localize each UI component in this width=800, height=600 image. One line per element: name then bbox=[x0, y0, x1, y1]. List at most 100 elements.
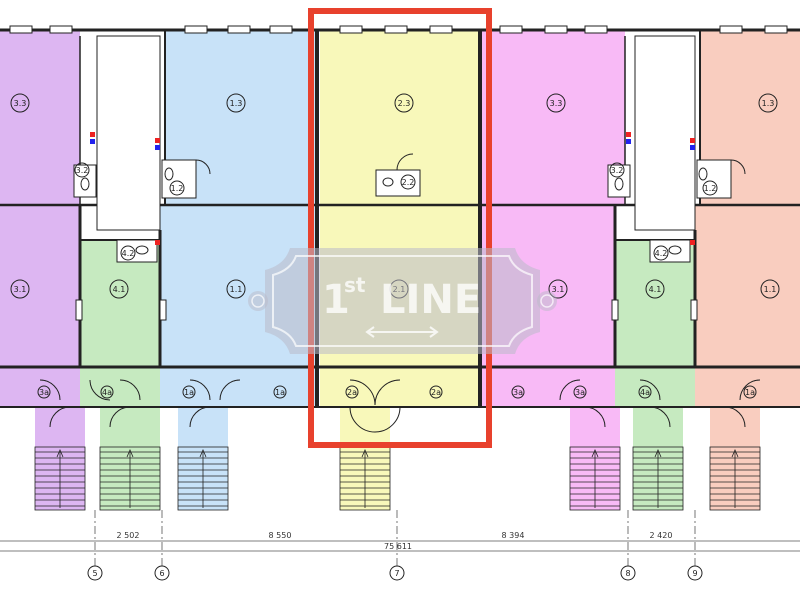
stair-arrowhead bbox=[591, 448, 599, 458]
room-label: 4a bbox=[640, 388, 650, 397]
room-label: 1.2 bbox=[171, 184, 184, 193]
room-label-circle bbox=[638, 385, 652, 399]
axis-marker-circle bbox=[87, 565, 103, 581]
vest-4a bbox=[80, 367, 160, 407]
stair-outline bbox=[709, 446, 761, 511]
vest-3a-b bbox=[480, 367, 615, 407]
watermark-inner-border bbox=[272, 255, 533, 347]
dim-2502: 2 502 bbox=[117, 531, 140, 540]
axis-marker-label: 7 bbox=[394, 569, 399, 578]
room-label-circle bbox=[546, 93, 566, 113]
room-label: 4.2 bbox=[122, 249, 135, 258]
stair-outline bbox=[34, 446, 86, 511]
room-label: 2.2 bbox=[402, 178, 415, 187]
room-label: 3.2 bbox=[76, 166, 89, 175]
doors bbox=[39, 379, 761, 433]
axis-marker-circle bbox=[154, 565, 170, 581]
vest-2a bbox=[320, 367, 480, 407]
corridors bbox=[96, 35, 696, 231]
room-fills bbox=[0, 30, 800, 510]
stair-arrowhead bbox=[126, 448, 134, 458]
room-label: 3.3 bbox=[550, 99, 563, 108]
room-label: 1.1 bbox=[230, 285, 243, 294]
room-label: 1.3 bbox=[762, 99, 775, 108]
stair-outline bbox=[99, 446, 161, 511]
room-labels: 3.31.32.33.31.33.14.11.12.13.14.11.13.21… bbox=[10, 93, 780, 399]
room-label: 4.2 bbox=[655, 249, 668, 258]
bathroom-fixtures bbox=[73, 153, 746, 263]
watermark-badge bbox=[265, 248, 540, 354]
room-label: 4.1 bbox=[649, 285, 662, 294]
dim-2420: 2 420 bbox=[650, 531, 673, 540]
axis-marker-label: 5 bbox=[92, 569, 97, 578]
room-label-circle bbox=[182, 385, 196, 399]
room-label: 3.2 bbox=[611, 166, 624, 175]
room-label-circle bbox=[760, 279, 780, 299]
room-label-circle bbox=[743, 385, 757, 399]
room-label: 1a bbox=[275, 388, 285, 397]
room-label-circle bbox=[548, 279, 568, 299]
room-label: 3.3 bbox=[14, 99, 27, 108]
room-label-circle bbox=[74, 162, 90, 178]
unit-3-upper bbox=[0, 30, 80, 205]
axis-marker-circle bbox=[687, 565, 703, 581]
room-label-circle bbox=[758, 93, 778, 113]
stair-outline bbox=[632, 446, 684, 511]
room-label-circle bbox=[226, 279, 246, 299]
room-label-circle bbox=[511, 385, 525, 399]
stair-arrowhead bbox=[199, 448, 207, 458]
axis-marker-circle bbox=[389, 565, 405, 581]
room-label-circle bbox=[10, 93, 30, 113]
unit-1b-lower bbox=[695, 205, 800, 367]
room-label: 2a bbox=[431, 388, 441, 397]
highlight-frame bbox=[308, 8, 492, 448]
dim-8394: 8 394 bbox=[502, 531, 525, 540]
room-label: 2a bbox=[347, 388, 357, 397]
dim-total: 75 611 bbox=[384, 542, 412, 551]
room-label: 3a bbox=[575, 388, 585, 397]
corridor-right bbox=[634, 35, 696, 231]
windows bbox=[9, 25, 788, 321]
axis-marker-circle bbox=[620, 565, 636, 581]
room-label-circle bbox=[609, 162, 625, 178]
axis-marker-label: 9 bbox=[692, 569, 697, 578]
room-label-circle bbox=[653, 245, 669, 261]
room-label: 3.1 bbox=[14, 285, 27, 294]
room-label: 1.2 bbox=[704, 184, 717, 193]
room-label-circle bbox=[10, 279, 30, 299]
room-label-circle bbox=[645, 279, 665, 299]
room-label: 3.1 bbox=[552, 285, 565, 294]
watermark-sup: st bbox=[344, 273, 366, 297]
watermark-num: 1 bbox=[322, 277, 350, 323]
vest-1a bbox=[160, 367, 315, 407]
dimension-labels: 2 502 8 550 8 394 2 420 75 611 bbox=[117, 531, 673, 551]
room-label: 1a bbox=[184, 388, 194, 397]
room-label-circle bbox=[226, 93, 246, 113]
watermark: 1 st LINE bbox=[248, 248, 557, 354]
room-label: 1a bbox=[745, 388, 755, 397]
dim-8550: 8 550 bbox=[269, 531, 292, 540]
watermark-word: LINE bbox=[380, 277, 481, 323]
room-label: 4.1 bbox=[113, 285, 126, 294]
room-label-circle bbox=[573, 385, 587, 399]
stair-outline bbox=[569, 446, 621, 511]
dimension-lines bbox=[0, 510, 800, 570]
room-label-circle bbox=[394, 93, 414, 113]
room-label-circle bbox=[429, 385, 443, 399]
stair-arrowhead bbox=[361, 448, 369, 458]
room-label: 2.3 bbox=[398, 99, 411, 108]
panel-markers bbox=[90, 132, 695, 245]
room-label: 3a bbox=[39, 388, 49, 397]
room-label: 1.1 bbox=[764, 285, 777, 294]
stair-arrowhead bbox=[56, 448, 64, 458]
room-label-circle bbox=[400, 174, 416, 190]
room-label-circle bbox=[702, 180, 718, 196]
room-label-circle bbox=[345, 385, 359, 399]
room-label-circle bbox=[120, 245, 136, 261]
axis-marker-label: 8 bbox=[625, 569, 630, 578]
room-label: 1.3 bbox=[230, 99, 243, 108]
room-label: 4a bbox=[102, 388, 112, 397]
room-label: 3a bbox=[513, 388, 523, 397]
